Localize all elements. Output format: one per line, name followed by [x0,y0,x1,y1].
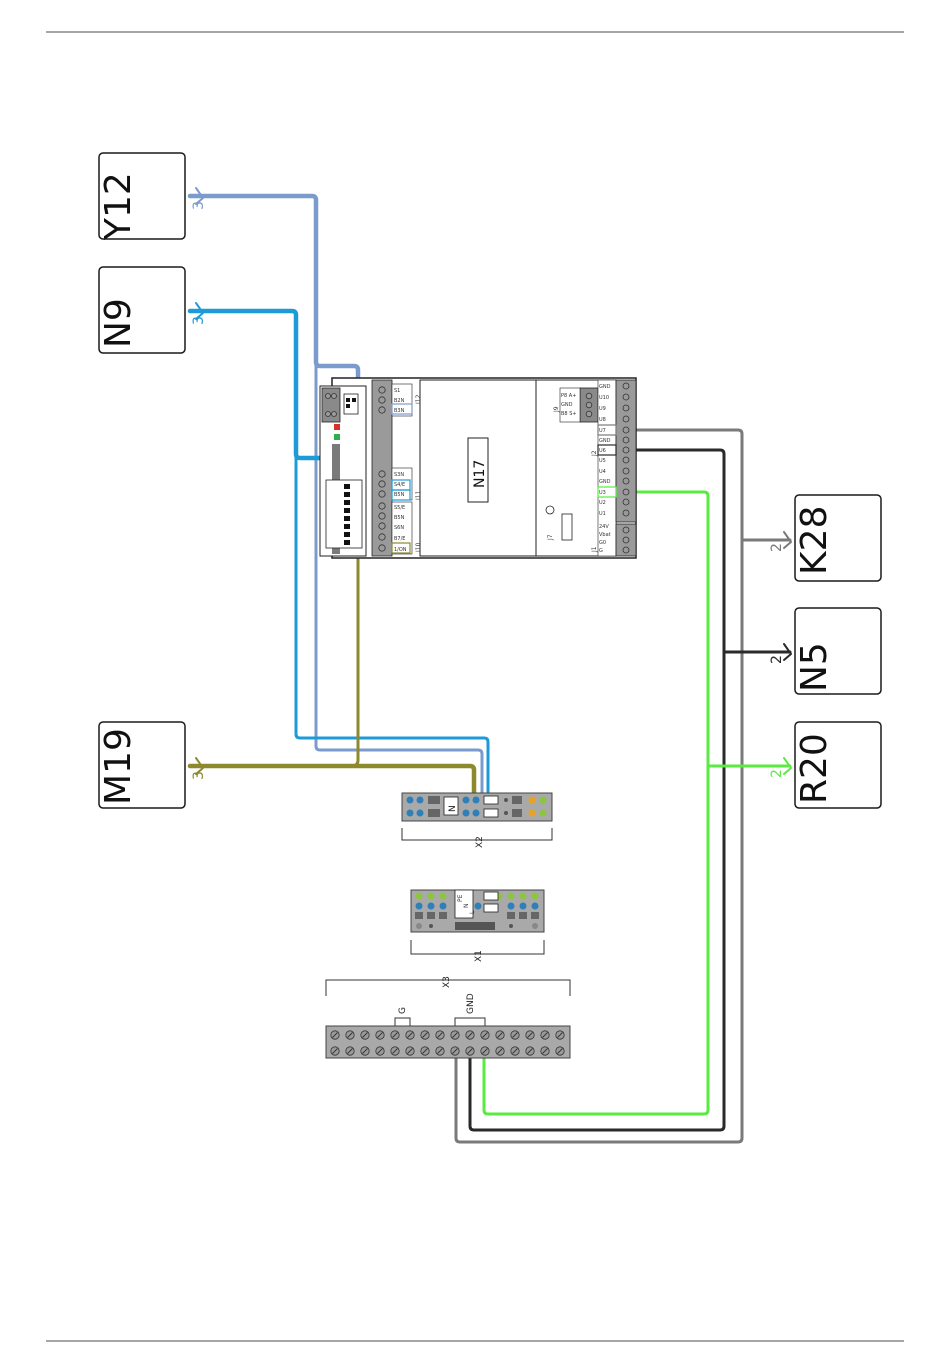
wire-y12 [190,196,368,400]
x1-marking-n: N [463,904,470,909]
j11-pin-3: B5N [394,492,405,498]
j2-pin-2: U10 [599,395,609,401]
device-r20-label: R20 [794,733,835,804]
j10-pin-4: B7/E [394,536,405,542]
j1-pin-3: G0 [599,540,606,546]
terminal-strip-x3: X3 G GND [326,976,570,1058]
j11-pin-1: S3N [394,472,404,478]
wire-m19-branch [352,548,390,766]
j2-pin-1: GND [599,384,611,390]
x1-label: X1 [474,950,484,962]
terminal-block-x2: N X2 [402,793,552,848]
j2-pin-5: U7 [599,428,606,434]
j12-pin-3: B3N [394,408,405,414]
j2-pin-10: GND [599,479,611,485]
x2-marking-n: N [448,805,458,812]
j2-pin-13: U1 [599,511,606,517]
device-y12-label: Y12 [98,172,139,241]
device-n5-conductors: 2 [769,655,785,664]
j1-label: J1 [591,546,598,553]
controller-n17: S1 B2N B3N J12 S3N S4/E B5N J11 S5/E B5N… [320,378,636,558]
j1-pin-4: G [599,548,603,554]
device-y12-conductors: 3 [191,201,207,210]
j9-label: J9 [553,406,560,413]
j2-pin-8: U5 [599,458,606,464]
device-k28: K28 2 [769,495,881,581]
j10-pin-1: S5/E [394,505,405,511]
j2-pin-6: GND [599,438,611,444]
j12-pin-1: S1 [394,388,400,394]
j1-pin-1: 24V [599,524,609,530]
x1-marking-pe: PE [457,894,464,902]
x2-label: X2 [475,836,485,848]
j2-pin-9: U4 [599,469,606,475]
j11-pin-2: S4/E [394,482,405,488]
j2-pin-11: U3 [599,490,606,496]
x3-group-g: G [398,1007,408,1014]
device-n9-label: N9 [98,298,139,348]
device-k28-label: K28 [794,506,835,575]
j10-pin-3: S6N [394,525,404,531]
j12-terminals [379,387,385,413]
wire-m19 [190,766,474,793]
j12-pin-2: B2N [394,398,405,404]
j2-pin-4: U8 [599,417,606,423]
device-r20-conductors: 2 [769,769,785,778]
device-k28-conductors: 2 [769,543,785,552]
device-m19-conductors: 3 [191,771,207,780]
j10-pin-2: B5N [394,515,405,521]
terminal-block-x1: PE N L X1 [411,890,544,962]
j9-pin-2: GND [561,402,573,408]
j1-terminals [623,527,629,553]
j9-pin-1: P8 A+ [561,393,576,399]
j2-pin-7: U6 [599,448,606,454]
j11-terminals [379,471,385,497]
controller-label: N17 [472,460,488,488]
j7-label: J7 [547,534,554,541]
j10-pin-5: 1/ON [394,547,407,553]
j9-pin-3: B8 S+ [561,411,577,417]
x3-label: X3 [442,976,452,988]
j2-pin-12: U2 [599,500,606,506]
j1-pin-2: Vbat [599,532,611,538]
j2-label: J2 [591,450,598,457]
device-m19-label: M19 [98,728,139,805]
x3-group-gnd: GND [466,993,476,1014]
j2-pin-3: U9 [599,406,606,412]
device-n5-label: N5 [794,642,835,692]
device-n9-conductors: 3 [191,316,207,325]
